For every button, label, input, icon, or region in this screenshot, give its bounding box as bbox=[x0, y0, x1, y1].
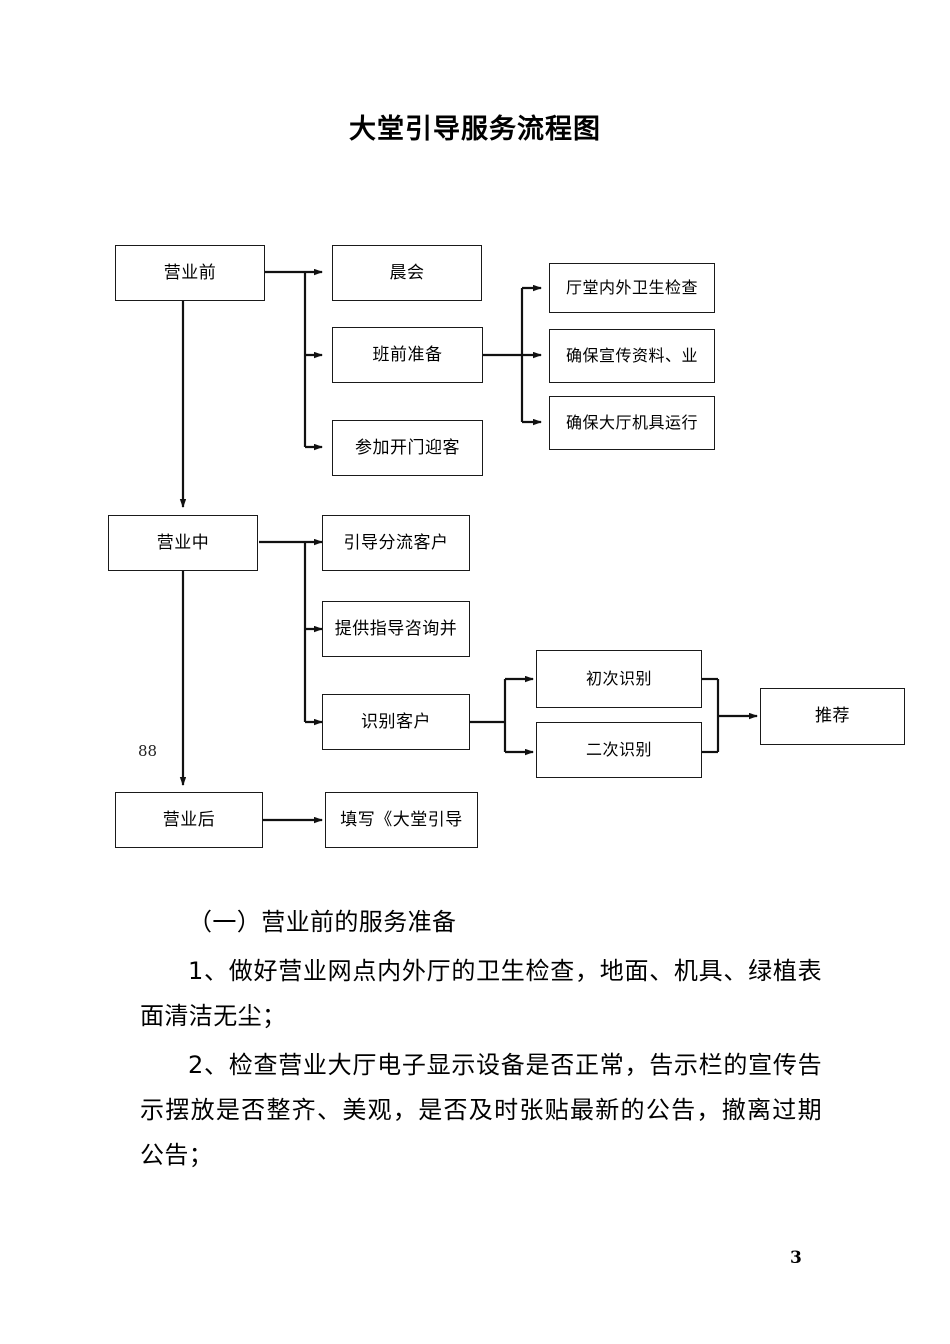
paragraph-2: 2、检查营业大厅电子显示设备是否正常，告示栏的宣传告示摆放是否整齐、美观，是否及… bbox=[140, 1051, 822, 1169]
node-guide-divert[interactable]: 引导分流客户 bbox=[322, 515, 470, 571]
node-label: 参加开门迎客 bbox=[355, 437, 460, 458]
paragraph-1: 1、做好营业网点内外厅的卫生检查，地面、机具、绿植表面清洁无尘； bbox=[140, 957, 822, 1030]
node-hall-hygiene-check[interactable]: 厅堂内外卫生检查 bbox=[549, 263, 715, 313]
node-pre-open[interactable]: 营业前 bbox=[115, 245, 265, 301]
node-ensure-materials[interactable]: 确保宣传资料、业 bbox=[549, 329, 715, 383]
node-identify-customer[interactable]: 识别客户 bbox=[322, 694, 470, 750]
node-label: 厅堂内外卫生检查 bbox=[565, 278, 698, 298]
node-first-identification[interactable]: 初次识别 bbox=[536, 650, 702, 708]
node-label: 推荐 bbox=[815, 706, 850, 727]
node-second-identification[interactable]: 二次识别 bbox=[536, 722, 702, 778]
flowchart-connectors bbox=[179, 268, 758, 824]
node-label: 引导分流客户 bbox=[343, 532, 449, 553]
margin-annotation: 88 bbox=[138, 742, 158, 760]
node-label: 识别客户 bbox=[361, 711, 431, 732]
body-text: （一）营业前的服务准备 1、做好营业网点内外厅的卫生检查，地面、机具、绿植表面清… bbox=[140, 900, 822, 1182]
node-label: 营业中 bbox=[156, 532, 210, 553]
node-label: 班前准备 bbox=[372, 344, 443, 365]
node-provide-guidance[interactable]: 提供指导咨询并 bbox=[322, 601, 470, 657]
node-label: 确保宣传资料、业 bbox=[565, 346, 698, 366]
node-label: 营业前 bbox=[163, 262, 217, 283]
node-recommend[interactable]: 推荐 bbox=[760, 688, 905, 745]
page-number: 3 bbox=[790, 1248, 802, 1268]
node-label: 二次识别 bbox=[585, 740, 652, 760]
node-label: 晨会 bbox=[389, 262, 425, 283]
node-shift-prep[interactable]: 班前准备 bbox=[332, 327, 483, 383]
node-greeting[interactable]: 参加开门迎客 bbox=[332, 420, 483, 476]
page-title: 大堂引导服务流程图 bbox=[349, 114, 601, 145]
flowchart: 营业前 营业中 营业后 晨会 班前准备 参加开门迎客 引导分流客户 提供指导咨询… bbox=[108, 245, 905, 848]
node-fill-form[interactable]: 填写《大堂引导 bbox=[325, 792, 478, 848]
node-label: 填写《大堂引导 bbox=[340, 809, 463, 830]
node-label: 营业后 bbox=[162, 809, 216, 830]
node-label: 初次识别 bbox=[585, 669, 652, 689]
node-morning-meeting[interactable]: 晨会 bbox=[332, 245, 482, 301]
node-in-business[interactable]: 营业中 bbox=[108, 515, 258, 571]
node-post-business[interactable]: 营业后 bbox=[115, 792, 263, 848]
node-label: 提供指导咨询并 bbox=[334, 618, 458, 639]
node-label: 确保大厅机具运行 bbox=[565, 413, 698, 433]
node-ensure-machines[interactable]: 确保大厅机具运行 bbox=[549, 396, 715, 450]
section-heading: （一）营业前的服务准备 bbox=[188, 908, 457, 936]
